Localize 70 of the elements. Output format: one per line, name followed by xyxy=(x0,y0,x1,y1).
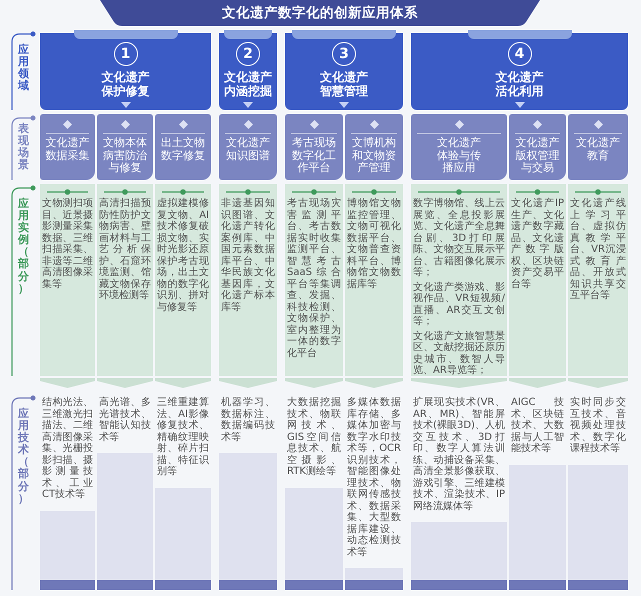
technology-text: 扩展现实技术(VR、AR、MR)、智能屏技术(裸眼3D)、人机交互技术、3D打印、数字人算法训练、动捕设备采集、高清全景影像获取、游戏引擎、三维建模技术、渲染技术、IP网络流媒体等 xyxy=(413,397,505,512)
scenario-card xyxy=(219,114,277,180)
row-label: 应用领域 xyxy=(18,44,29,92)
technology-column xyxy=(568,394,628,590)
domain-card xyxy=(219,30,277,110)
scenario-title: 出土文物数字修复 xyxy=(160,137,206,162)
domain-title: 文化遗产活化利用 xyxy=(494,70,544,98)
technology-column xyxy=(219,394,277,590)
example-text: 文化遗产文旅智慧景区、文献挖掘还原历史城市、数智人导览、AR导览等； xyxy=(413,330,505,376)
example-text: 数字博物馆、线上云展览、全息投影展览、文化遗产全息舞台剧、3D打印展陈、文物交互展示平台、古籍图像化展示等； xyxy=(413,198,505,278)
domain-title: 文化遗产内涵挖掘 xyxy=(222,70,273,98)
technology-text: 三维重建算法、AI影像修复技术、精确纹理映射、碎片扫描、特征识别等 xyxy=(157,397,209,478)
circled-number: 1 xyxy=(114,42,138,66)
example-card xyxy=(509,184,566,388)
scenario-card xyxy=(509,114,566,180)
scenario-title: 文化遗产教育 xyxy=(575,137,621,162)
scenario-card xyxy=(568,114,628,180)
example-text: 文化遗产IP生产、文化遗产数字藏品、文化遗产数字版权、区块链资产交易平台等 xyxy=(511,198,564,290)
scenario-card xyxy=(345,114,403,180)
example-text: 博物馆文物监控管理、文物可视化数据平台、文物普查资料平台、博物馆文物数据库等 xyxy=(347,198,401,290)
example-text: 非遗基因知识图谱、文化遗产转化案例库、中国元素数据库平台、中华民族文化基因库，文化遗产标本库等 xyxy=(221,198,275,313)
example-text: 高清扫描预防性防护文物病害、壁画材料与工艺分析保护、石窟环境监测、馆藏文物保存环境检测等 xyxy=(99,198,151,302)
scenario-card xyxy=(155,114,211,180)
domain-title: 文化遗产智慧管理 xyxy=(318,70,369,98)
technology-column xyxy=(97,394,153,590)
example-card xyxy=(285,184,343,388)
scenario-title: 文化遗产体验与传播应用 xyxy=(436,137,482,174)
scenario-card xyxy=(40,114,95,180)
example-text: 考古现场灾害监测平台、考古数据实时收集监测平台、智慧考古SaaS综合平台等集调查、发掘、科技检测、文物保护、室内整理为一体的数字化平台 xyxy=(287,198,341,359)
example-text: 文物测扫项目、近景摄影测量采集数据、三维扫描采集、非遗等二维高清图像采集等 xyxy=(42,198,93,290)
technology-text: 实时同步交互技术、音视频处理技术、数字化课程技术等 xyxy=(570,397,626,454)
scenario-title: 考古现场数字化工作平台 xyxy=(291,137,337,174)
technology-text: 结构光法、三维激光扫描法、二维高清图像采集、光栅投影扫描、摄影测量技术、工业CT技术等 xyxy=(42,397,93,500)
scenario-title: 文物本体病害防治与修复 xyxy=(102,137,148,174)
scenario-card xyxy=(411,114,507,180)
domain-card xyxy=(411,30,628,110)
example-text: 文化遗产线上学习平台、虚拟仿真教学平台、VR沉浸式教育产品、开放式知识共享交互平台等 xyxy=(570,198,626,302)
technology-text: 多媒体数据库存储、多媒体加密与数字水印技术等，OCR识别技术，智能图像处理技术、物联网传感技术、数据采集、大型数据库建设、动态检测技术等 xyxy=(347,397,401,558)
technology-text: 高光谱、多光谱技术、智能认知技术等 xyxy=(99,397,151,443)
technology-text: 机器学习、数据标注、数据编码技术等 xyxy=(221,397,275,443)
example-card xyxy=(219,184,277,388)
circled-number: 3 xyxy=(332,42,356,66)
technology-text: 大数据挖掘技术、物联网技术、GIS空间信息技术、航空摄影、RTK测绘等 xyxy=(287,397,341,478)
technology-text: AIGC技术、区块链技术、大数据与人工智能技术等 xyxy=(511,397,564,454)
example-card xyxy=(345,184,403,388)
diagram-title: 文化遗产数字化的创新应用体系 xyxy=(222,5,418,21)
scenario-title: 文化遗产版权管理与交易 xyxy=(514,137,560,174)
circled-number: 4 xyxy=(508,42,532,66)
scenario-card xyxy=(97,114,153,180)
scenario-title: 文博机构和文物资产管理 xyxy=(351,137,397,174)
domain-card xyxy=(40,30,211,110)
row-label: 应用技术（部分） xyxy=(18,408,29,505)
scenario-title: 文化遗产数据采集 xyxy=(44,137,90,162)
example-text: 虚拟建模修复文物、AI技术修复破损文物、实时光影还原保护考古现场，出土文物的数字化识别、拼对与修复等 xyxy=(157,198,209,313)
circled-number: 2 xyxy=(236,42,260,66)
technology-column xyxy=(155,394,211,590)
example-card xyxy=(97,184,153,388)
example-card xyxy=(155,184,211,388)
example-card xyxy=(568,184,628,388)
technology-column xyxy=(509,394,566,590)
row-label: 表现场景 xyxy=(18,123,29,172)
domain-title: 文化遗产保护修复 xyxy=(100,70,150,98)
scenario-card xyxy=(285,114,343,180)
technology-column xyxy=(285,394,343,590)
row-label: 应用实例（部分） xyxy=(18,198,29,295)
example-card xyxy=(411,184,507,388)
example-card xyxy=(40,184,95,388)
scenario-title: 文化遗产知识图谱 xyxy=(225,137,271,162)
domain-card xyxy=(285,30,403,110)
example-text: 文化遗产类游戏、影视作品、VR短视频/直播、AR交互文创等； xyxy=(413,282,505,328)
